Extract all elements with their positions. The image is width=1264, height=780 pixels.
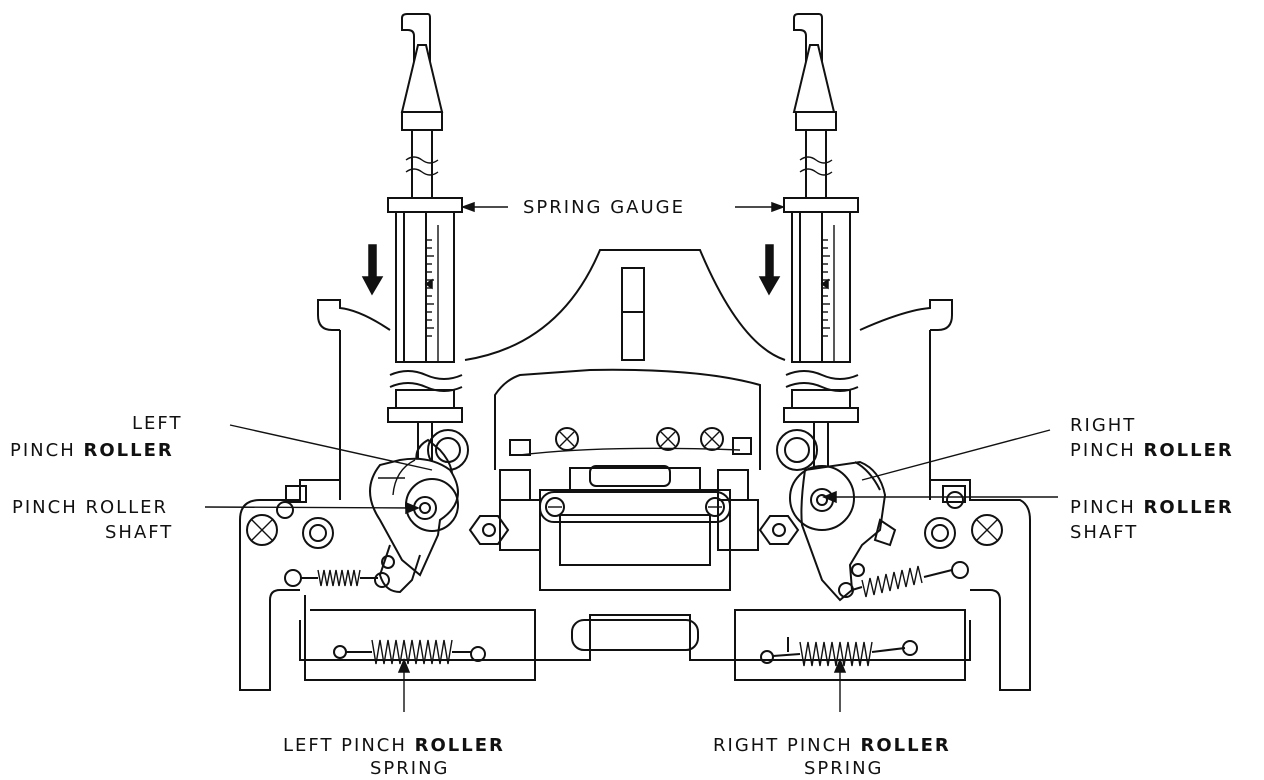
right-shaft-label-pinch: PINCH	[1070, 497, 1136, 518]
left-pinch-roller-label-pinch: PINCH	[10, 440, 76, 461]
left-pinch-roller-spring	[333, 639, 486, 665]
right-spring-label-line2: SPRING	[804, 758, 884, 779]
left-spring-label-roller: ROLLER	[414, 735, 505, 756]
left-pinch-roller-label-roller: ROLLER	[83, 440, 174, 461]
right-shaft-label-roller: ROLLER	[1143, 497, 1234, 518]
down-arrow-icon	[361, 244, 384, 296]
right-pinch-roller-label-line2: PINCH ROLLER	[1070, 440, 1234, 461]
right-spring-label-right-pinch: RIGHT PINCH	[713, 735, 853, 756]
right-pinch-roller-label-roller: ROLLER	[1143, 440, 1234, 461]
left-spring-label-line1: LEFT PINCH ROLLER	[283, 735, 505, 756]
right-pinch-roller-icon	[776, 429, 897, 602]
left-pinch-roller-icon	[369, 429, 469, 594]
left-pinch-roller-label-line1: LEFT	[132, 413, 183, 434]
left-pinch-roller-label-line2: PINCH ROLLER	[10, 440, 174, 461]
spring-gauge-label: SPRING GAUGE	[523, 197, 685, 218]
leader-lines	[204, 201, 1058, 712]
right-shaft-label-line2: SHAFT	[1070, 522, 1139, 543]
right-shaft-label-line1: PINCH ROLLER	[1070, 497, 1234, 518]
tension-spring-icon	[851, 565, 953, 598]
left-spring-gauge	[387, 13, 463, 500]
down-arrow-icon	[758, 244, 781, 296]
chassis	[239, 249, 1031, 691]
left-shaft-label-line2: SHAFT	[105, 522, 174, 543]
tension-spring-icon	[300, 569, 378, 587]
right-spring-gauge	[783, 13, 859, 500]
left-spring-label-line2: SPRING	[370, 758, 450, 779]
left-shaft-label-line1: PINCH ROLLER	[12, 497, 169, 518]
right-spring-label-roller: ROLLER	[860, 735, 951, 756]
right-pinch-roller-label-pinch: PINCH	[1070, 440, 1136, 461]
left-spring-label-left-pinch: LEFT PINCH	[283, 735, 407, 756]
right-pinch-roller-label-line1: RIGHT	[1070, 415, 1137, 436]
right-spring-label-line1: RIGHT PINCH ROLLER	[713, 735, 951, 756]
right-pinch-roller-spring	[760, 637, 918, 667]
